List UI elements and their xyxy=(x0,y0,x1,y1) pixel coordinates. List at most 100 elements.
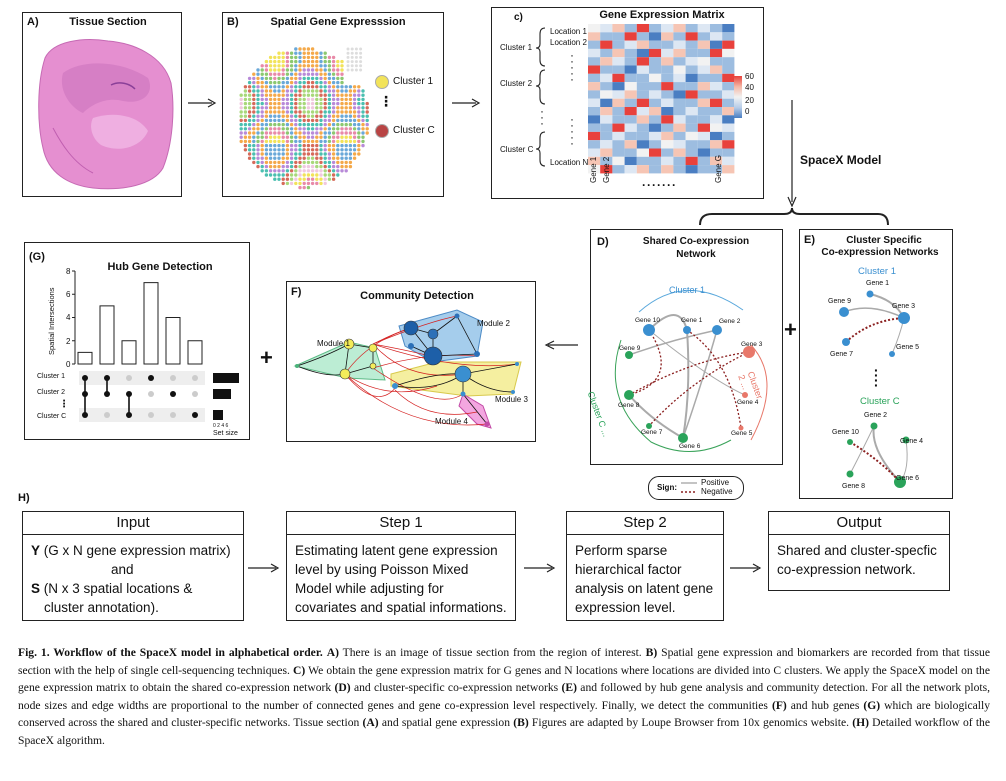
heatmap-cell xyxy=(673,148,686,157)
spatial-spot xyxy=(348,127,353,131)
spatial-spot xyxy=(331,164,336,169)
heatmap-cell xyxy=(722,40,735,49)
spatial-spot xyxy=(323,156,327,160)
spatial-spot xyxy=(348,89,353,93)
spatial-spot xyxy=(277,110,281,114)
heatmap-cell xyxy=(722,148,735,157)
spatial-spot xyxy=(239,127,243,131)
heatmap-cell xyxy=(697,32,710,41)
heatmap-cell xyxy=(612,40,625,49)
heatmap-cell xyxy=(661,32,674,41)
heatmap-cell xyxy=(624,140,637,149)
spatial-spot xyxy=(298,122,302,127)
spatial-spot-empty xyxy=(350,64,354,68)
spatial-spot xyxy=(302,143,306,148)
spatial-spot-empty xyxy=(354,47,358,51)
spatial-spot xyxy=(298,177,302,181)
spatial-spot xyxy=(352,85,357,89)
spatial-spot xyxy=(340,131,344,135)
spatial-spot xyxy=(289,114,294,118)
spatial-spot xyxy=(294,173,298,177)
spatial-spot-empty xyxy=(354,68,358,72)
heatmap-cell xyxy=(588,65,601,74)
heatmap-cell xyxy=(722,73,735,83)
spatial-spot xyxy=(302,72,306,76)
panel-a-label: A) xyxy=(27,16,39,28)
spatial-spot xyxy=(285,127,290,131)
heatmap-cell xyxy=(722,65,735,74)
d-gene-9: Gene 9 xyxy=(619,345,641,352)
spatial-spot xyxy=(302,97,306,102)
spatial-spot xyxy=(319,160,323,165)
heatmap-cell xyxy=(685,131,698,141)
spatial-spot xyxy=(344,122,348,127)
heatmap-cell xyxy=(685,140,698,149)
spatial-spot xyxy=(298,76,302,81)
spatial-spot xyxy=(310,106,315,110)
spatial-spot xyxy=(357,127,361,131)
spatial-spot xyxy=(256,152,260,156)
spatial-spot-empty xyxy=(350,51,354,55)
set-size-bar xyxy=(213,389,231,399)
matrix-dot xyxy=(82,391,88,397)
spatial-spot xyxy=(340,164,344,169)
spatial-spot xyxy=(323,59,327,64)
spatial-spot xyxy=(298,64,302,68)
spatial-spot xyxy=(361,93,365,97)
spatial-spot xyxy=(289,101,294,106)
g-ytick-8: 8 xyxy=(66,267,71,276)
spatial-spot xyxy=(310,59,315,64)
intersection-bar xyxy=(165,317,181,365)
spatial-spot xyxy=(310,169,315,173)
spatial-spot xyxy=(264,160,269,165)
matrix-dot xyxy=(82,412,88,418)
heatmap-cell xyxy=(697,156,710,166)
spatial-spot xyxy=(315,85,319,89)
heatmap-cell xyxy=(612,148,625,157)
spatial-spot xyxy=(273,76,277,81)
spatial-spot xyxy=(239,139,243,144)
spatial-spot xyxy=(319,51,323,55)
spatial-spot xyxy=(310,64,315,68)
heatmap-cell xyxy=(697,48,710,58)
spatial-spot xyxy=(294,181,298,186)
heatmap-cell xyxy=(588,57,601,66)
spatial-spot xyxy=(302,127,306,131)
spatial-spot xyxy=(327,64,332,68)
heatmap-cell xyxy=(624,156,637,166)
spatial-spot xyxy=(336,89,340,93)
spatial-spot xyxy=(239,101,243,106)
spatial-spot xyxy=(306,89,311,93)
heatmap-cell xyxy=(673,24,686,33)
spatial-spot xyxy=(285,122,290,127)
heatmap-cell xyxy=(588,82,601,91)
spatial-spot xyxy=(285,173,290,177)
spatial-spot xyxy=(310,143,315,148)
matrix-braces xyxy=(535,27,546,167)
heatmap-cell xyxy=(661,57,674,66)
spatial-spot xyxy=(323,127,327,131)
spatial-spot xyxy=(315,118,319,123)
spatial-spot xyxy=(306,93,311,97)
spatial-spot xyxy=(277,93,281,97)
spatial-spot xyxy=(315,177,319,181)
spatial-spot xyxy=(302,122,306,127)
spatial-spot xyxy=(298,110,302,114)
spatial-spot xyxy=(306,122,311,127)
heatmap-cell xyxy=(673,48,686,58)
spatial-spot xyxy=(319,106,323,110)
spatial-spot xyxy=(357,148,361,152)
spatial-spot xyxy=(273,122,277,127)
spatial-spot xyxy=(252,110,256,114)
legend-40: 40 xyxy=(745,83,754,92)
input-s: S xyxy=(31,581,41,596)
tissue-section-image xyxy=(38,39,174,190)
heatmap-cell xyxy=(697,73,710,83)
spatial-spot xyxy=(331,85,336,89)
heatmap-cell xyxy=(710,57,723,66)
spatial-spot xyxy=(277,101,281,106)
spatial-spot xyxy=(357,118,361,123)
spatial-spot xyxy=(289,80,294,85)
spatial-spot xyxy=(285,164,290,169)
spatial-spot xyxy=(310,127,315,131)
